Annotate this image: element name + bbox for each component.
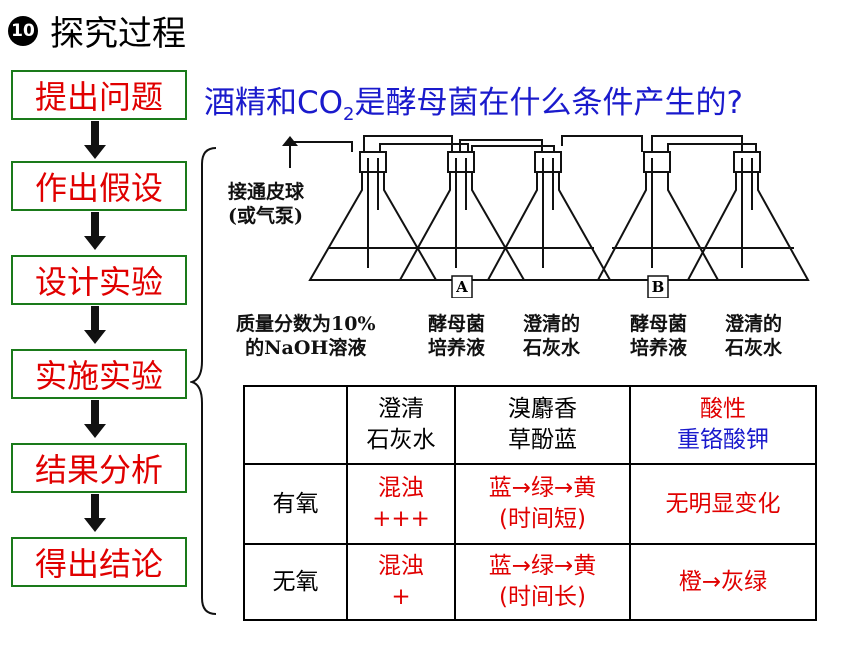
row-label-aerobic: 有氧 — [243, 463, 348, 545]
cell-bromothymol-blue: 蓝→绿→黄(时间长) — [454, 543, 631, 621]
cell-dichromate: 无明显变化 — [629, 463, 817, 545]
step-analyze-results: 结果分析 — [11, 443, 187, 493]
table-corner-cell — [243, 385, 348, 465]
label-naoh: 质量分数为10%的NaOH溶液 — [236, 313, 376, 359]
label-yeast-b: 酵母菌培养液 — [630, 313, 688, 359]
down-arrow-icon — [84, 306, 106, 344]
left-brace-icon — [190, 147, 217, 615]
page-title-text: 探究过程 — [50, 14, 186, 54]
step-design-experiment: 设计实验 — [11, 255, 187, 305]
table-row: 有氧 混浊+++ 蓝→绿→黄(时间短) 无明显变化 — [243, 463, 817, 545]
down-arrow-icon — [84, 400, 106, 438]
results-table: 澄清石灰水 溴麝香草酚蓝 酸性重铬酸钾 有氧 混浊+++ 蓝→绿→黄(时间短) … — [243, 385, 817, 621]
down-arrow-icon — [84, 212, 106, 250]
table-row: 无氧 混浊+ 蓝→绿→黄(时间长) 橙→灰绿 — [243, 543, 817, 621]
header-bromothymol-blue: 溴麝香草酚蓝 — [454, 385, 631, 465]
header-dichromate: 酸性重铬酸钾 — [629, 385, 817, 465]
research-question: 酒精和CO2是酵母菌在什么条件产生的? — [204, 85, 743, 126]
page-title: 10 探究过程 — [8, 6, 186, 55]
flask-b — [596, 151, 720, 298]
label-limewater-a: 澄清的石灰水 — [523, 313, 581, 359]
pump-label: 接通皮球(或气泵) — [228, 181, 305, 227]
flask-b-label: B — [652, 278, 665, 296]
flask-naoh — [308, 151, 438, 281]
row-label-anaerobic: 无氧 — [243, 543, 348, 621]
down-arrow-icon — [84, 494, 106, 532]
step-ask-question: 提出问题 — [11, 70, 187, 120]
flask-limewater-1 — [486, 151, 612, 281]
airflow-arrow-icon — [282, 136, 298, 146]
step-conduct-experiment: 实施实验 — [11, 349, 187, 399]
header-limewater: 澄清石灰水 — [346, 385, 456, 465]
table-header-row: 澄清石灰水 溴麝香草酚蓝 酸性重铬酸钾 — [243, 385, 817, 465]
cell-dichromate: 橙→灰绿 — [629, 543, 817, 621]
down-arrow-icon — [84, 121, 106, 159]
label-yeast-a: 酵母菌培养液 — [428, 313, 486, 359]
step-make-hypothesis: 作出假设 — [11, 161, 187, 211]
flask-a-label: A — [455, 278, 468, 296]
cell-limewater: 混浊+++ — [346, 463, 456, 545]
flask-a — [398, 151, 526, 298]
experiment-apparatus-diagram: A B — [282, 135, 810, 298]
cell-bromothymol-blue: 蓝→绿→黄(时间短) — [454, 463, 631, 545]
flask-limewater-2 — [686, 151, 810, 281]
circled-number-badge: 10 — [8, 15, 38, 46]
cell-limewater: 混浊+ — [346, 543, 456, 621]
label-limewater-b: 澄清的石灰水 — [725, 313, 783, 359]
step-draw-conclusion: 得出结论 — [11, 537, 187, 587]
